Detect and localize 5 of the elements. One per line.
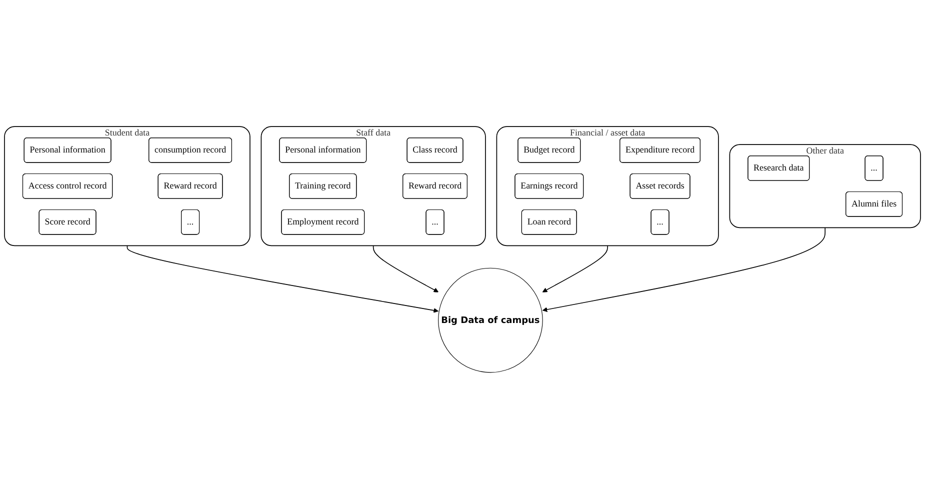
node-circle: Big Data of campus: [438, 268, 543, 373]
arrow: [542, 245, 608, 292]
arrow: [126, 245, 439, 313]
arrow: [542, 227, 826, 312]
arrow: [372, 245, 439, 292]
